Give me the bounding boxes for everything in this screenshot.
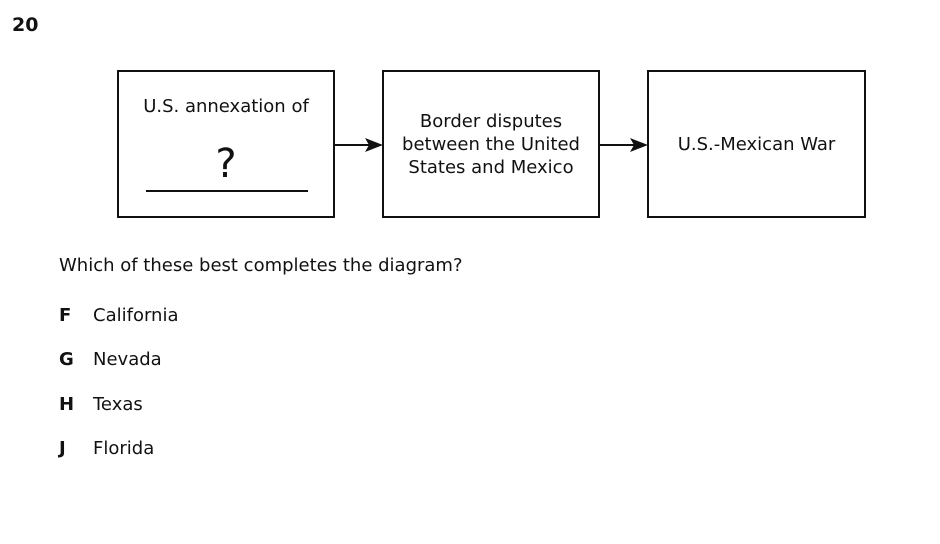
choice-text: California — [93, 305, 179, 326]
answer-choice-h[interactable]: H Texas — [59, 394, 143, 415]
question-number: 20 — [12, 14, 39, 36]
diagram-box-border-disputes: Border disputes between the United State… — [382, 70, 600, 218]
answer-choice-f[interactable]: F California — [59, 305, 178, 326]
choice-letter: J — [59, 438, 66, 459]
question-prompt: Which of these best completes the diagra… — [59, 255, 463, 276]
answer-blank-line — [146, 190, 308, 192]
arrow-right-icon — [335, 138, 383, 152]
border-disputes-text: Border disputes between the United State… — [402, 110, 580, 178]
choice-letter: H — [59, 394, 75, 415]
choice-text: Florida — [93, 438, 155, 459]
choice-letter: F — [59, 305, 72, 326]
diagram-box-war: U.S.-Mexican War — [647, 70, 866, 218]
war-text: U.S.-Mexican War — [677, 133, 836, 155]
unknown-question-mark: ? — [215, 141, 237, 187]
choice-text: Nevada — [93, 349, 162, 370]
answer-choice-j[interactable]: J Florida — [59, 438, 154, 459]
choice-text: Texas — [93, 394, 143, 415]
arrow-right-icon — [600, 138, 648, 152]
answer-choice-g[interactable]: G Nevada — [59, 349, 162, 370]
annexation-label: U.S. annexation of — [143, 96, 309, 117]
diagram-box-annexation: U.S. annexation of ? — [117, 70, 335, 218]
choice-letter: G — [59, 349, 74, 370]
